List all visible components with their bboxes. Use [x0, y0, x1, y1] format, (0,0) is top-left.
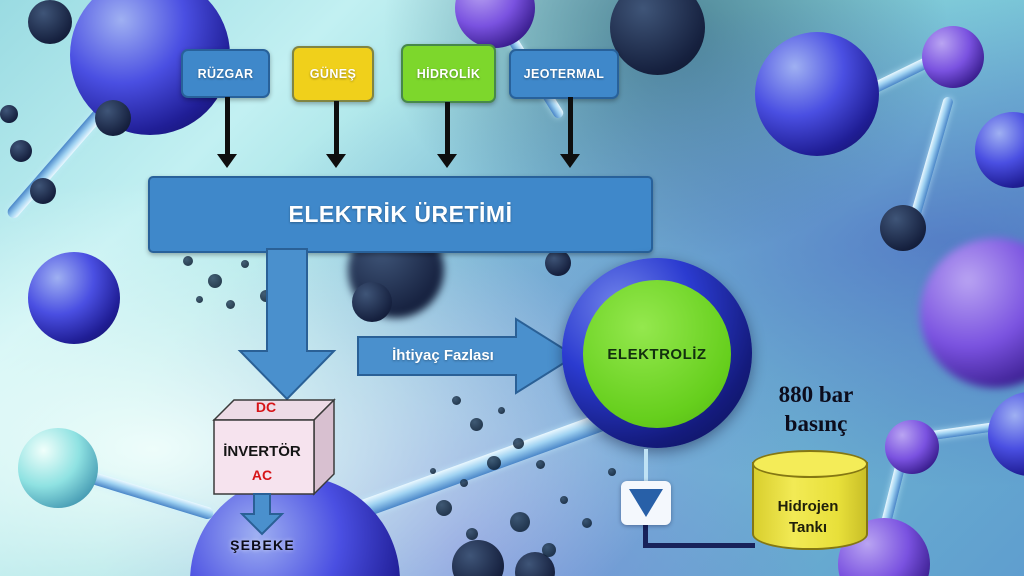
source-label-jeotermal: JEOTERMAL [523, 67, 605, 81]
hydrogen-tank-top [752, 450, 868, 478]
electrolysis-label: ELEKTROLİZ [607, 345, 707, 363]
molecule-sphere [0, 105, 18, 123]
source-box-jeotermal: JEOTERMAL [509, 49, 619, 99]
molecule-sphere [545, 250, 571, 276]
inverter-box [212, 398, 336, 496]
molecule-sphere [610, 0, 705, 75]
generation-label: ELEKTRİK ÜRETİMİ [288, 201, 513, 227]
molecule-sphere [18, 428, 98, 508]
tank-label-line1: Hidrojen [777, 498, 839, 515]
molecule-sphere [10, 140, 32, 162]
molecule-sphere [920, 238, 1024, 388]
molecule-sphere [28, 252, 120, 344]
grid-label: ŞEBEKE [230, 537, 295, 553]
block-arrow-right-icon [357, 317, 577, 395]
speckle-dot [452, 396, 461, 405]
source-box-gunes: GÜNEŞ [292, 46, 374, 102]
speckle-dot [466, 528, 478, 540]
speckle-dot [460, 479, 468, 487]
speckle-dot [196, 296, 203, 303]
inverter-name-label: İNVERTÖR [223, 443, 301, 460]
molecule-sphere [988, 392, 1024, 476]
tank-label: Hidrojen Tankı [752, 496, 864, 538]
molecule-sphere [975, 112, 1024, 188]
speckle-dot [542, 543, 556, 557]
speckle-dot [487, 456, 501, 470]
speckle-dot [226, 300, 235, 309]
source-label-gunes: GÜNEŞ [309, 67, 357, 81]
speckle-dot [430, 468, 436, 474]
electrolysis-circle: ELEKTROLİZ [583, 280, 731, 428]
speckle-dot [208, 274, 222, 288]
molecule-sphere [885, 420, 939, 474]
valve-funnel [621, 481, 671, 525]
tank-label-line2: Tankı [788, 519, 828, 536]
speckle-dot [183, 256, 193, 266]
molecule-sphere [28, 0, 72, 44]
speckle-dot [436, 500, 452, 516]
speckle-dot [560, 496, 568, 504]
source-box-ruzgar: RÜZGAR [181, 49, 270, 98]
pressure-line2: basınç [784, 411, 848, 436]
speckle-dot [510, 512, 530, 532]
pipe-horizontal [643, 543, 755, 548]
source-label-hidrolik: HİDROLİK [416, 66, 481, 81]
surplus-label: İhtiyaç Fazlası [392, 347, 494, 364]
molecule-sphere [452, 540, 504, 576]
pressure-line1: 880 bar [778, 382, 854, 407]
inverter-dc-label: DC [255, 399, 277, 415]
source-box-hidrolik: HİDROLİK [401, 44, 496, 103]
speckle-dot [536, 460, 545, 469]
inverter-ac-label: AC [251, 467, 273, 483]
pressure-annotation: 880 bar basınç [764, 380, 868, 438]
speckle-dot [513, 438, 524, 449]
source-label-ruzgar: RÜZGAR [197, 66, 254, 81]
speckle-dot [470, 418, 483, 431]
molecule-sphere [352, 282, 392, 322]
molecule-sphere [30, 178, 56, 204]
pipe-sphere-to-funnel [644, 449, 648, 483]
molecule-sphere [455, 0, 535, 48]
funnel-icon [629, 489, 663, 517]
speckle-dot [241, 260, 249, 268]
block-arrow-down-icon [237, 248, 337, 401]
speckle-dot [498, 407, 505, 414]
molecule-sphere [95, 100, 131, 136]
speckle-dot [582, 518, 592, 528]
pipe-vertical [643, 523, 648, 548]
speckle-dot [608, 468, 616, 476]
molecule-sphere [880, 205, 926, 251]
generation-box: ELEKTRİK ÜRETİMİ [148, 176, 653, 253]
molecule-sphere [755, 32, 879, 156]
block-arrow-grid-icon [239, 493, 285, 536]
molecule-sphere [922, 26, 984, 88]
